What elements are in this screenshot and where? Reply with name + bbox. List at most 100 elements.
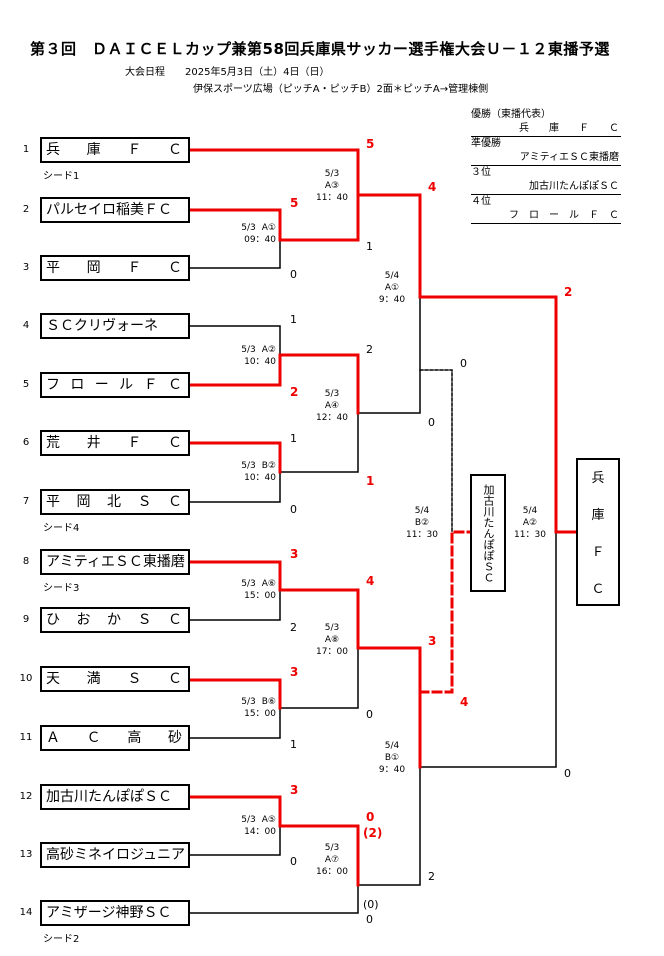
- team-slot: アミザージ神野ＳＣ: [40, 900, 190, 926]
- match-court: A①: [384, 283, 400, 293]
- match-date-court: A①: [370, 282, 414, 294]
- team-slot: ＳＣクリヴォーネ: [40, 313, 190, 339]
- score-top: 3: [428, 634, 437, 648]
- team-name: 荒: [46, 435, 60, 451]
- score-bottom: 1: [366, 474, 375, 488]
- pk-score-top: (2): [363, 826, 383, 840]
- match-court: A③: [324, 181, 340, 191]
- team-number: 8: [22, 556, 30, 567]
- score-top: 3: [290, 665, 299, 679]
- match-court: B⑥: [261, 697, 276, 707]
- team-number: 9: [22, 614, 30, 625]
- team-name: 平: [46, 260, 60, 276]
- match-time: 09：40: [244, 235, 276, 245]
- match-time: 11：30: [406, 530, 438, 540]
- team-name: 天: [46, 671, 60, 687]
- match-date: 5/4: [384, 271, 400, 281]
- team-name: Ｆ: [127, 142, 142, 158]
- team-name: パルセイロ稲美ＦＣ: [46, 202, 172, 218]
- team-name: ＳＣクリヴォーネ: [46, 318, 158, 334]
- match-time: 10：40: [244, 473, 276, 483]
- score-top: 2: [564, 285, 573, 299]
- team-name: 満: [86, 671, 101, 687]
- results-summary: 優勝（東播代表） 兵 庫 Ｆ Ｃ 準優勝 アミティエＳＣ東播磨 ３位 加古川たん…: [471, 108, 621, 224]
- match-time: 9：40: [378, 295, 406, 305]
- team-number: 4: [22, 320, 30, 331]
- champion-label: 優勝（東播代表）: [471, 109, 551, 120]
- team-name: か: [107, 612, 121, 628]
- champion-box-char: Ｆ: [591, 545, 605, 560]
- match-info: 5/3 A⑤ 14：00: [210, 814, 276, 838]
- match-court: B②: [414, 518, 430, 528]
- match-date: 5/3: [241, 815, 256, 825]
- team-number: 1: [22, 144, 30, 155]
- runner-up-label: 準優勝: [471, 138, 501, 149]
- match-time: 12：40: [316, 413, 348, 423]
- team-name: ー: [94, 377, 109, 393]
- team-number: 6: [22, 437, 30, 448]
- match-date: 5/3: [324, 169, 340, 179]
- team-name: Ｃ: [167, 260, 182, 276]
- third-name: 加古川たんぽぽＳＣ: [471, 180, 621, 195]
- match-date: 5/3: [324, 623, 340, 633]
- team-name: ル: [119, 377, 134, 393]
- team-name: 北: [107, 494, 121, 510]
- team-number: 11: [19, 732, 33, 743]
- third-label: ３位: [471, 167, 491, 178]
- score-bottom: 0: [290, 268, 297, 281]
- match-date: 5/3: [241, 697, 256, 707]
- third-place-line-top: [419, 369, 453, 533]
- match-date: 5/3: [324, 389, 340, 399]
- match-time: 14：00: [244, 827, 276, 837]
- fourth-label: ４位: [471, 196, 491, 207]
- bracket-red-lines: [188, 148, 578, 887]
- match-time: 10：40: [244, 357, 276, 367]
- match-date: 5/3: [241, 461, 256, 471]
- team-name: ロ: [70, 377, 85, 393]
- team-name: 庫: [86, 142, 101, 158]
- third-place-line-bottom: [418, 530, 472, 694]
- team-number: 7: [22, 496, 30, 507]
- score-bottom: 1: [366, 240, 373, 253]
- team-name: 砂: [167, 730, 182, 746]
- score-top: 0: [460, 357, 467, 370]
- score-bottom: 0: [564, 767, 571, 780]
- team-name: Ｃ: [167, 435, 182, 451]
- team-name: お: [76, 612, 91, 628]
- team-name: 高: [127, 730, 142, 746]
- match-date-court: 5/3 A⑤: [210, 814, 276, 826]
- team-name: Ｓ: [137, 612, 152, 628]
- score-top: 3: [290, 783, 299, 797]
- score-top: 3: [290, 547, 299, 561]
- team-number: 5: [22, 379, 30, 390]
- match-date: 5/3: [241, 223, 256, 233]
- seed-label: シード1: [43, 171, 80, 182]
- third-place-team: 加古川たんぽぽＳＣ: [482, 483, 495, 583]
- team-slot: 加古川たんぽぽＳＣ: [40, 784, 190, 810]
- seed-label: シード4: [43, 523, 80, 534]
- match-court: A⑤: [261, 815, 276, 825]
- match-date-court: A⑦: [310, 854, 354, 866]
- team-number: 3: [22, 262, 30, 273]
- score-top: 4: [366, 574, 375, 588]
- team-name: 岡: [76, 494, 91, 510]
- team-name: フ: [46, 377, 60, 393]
- match-court: A⑧: [324, 635, 340, 645]
- match-time: 9：40: [378, 765, 406, 775]
- score-top: 2: [366, 343, 373, 356]
- team-slot: アミティエＳＣ東播磨: [40, 549, 190, 575]
